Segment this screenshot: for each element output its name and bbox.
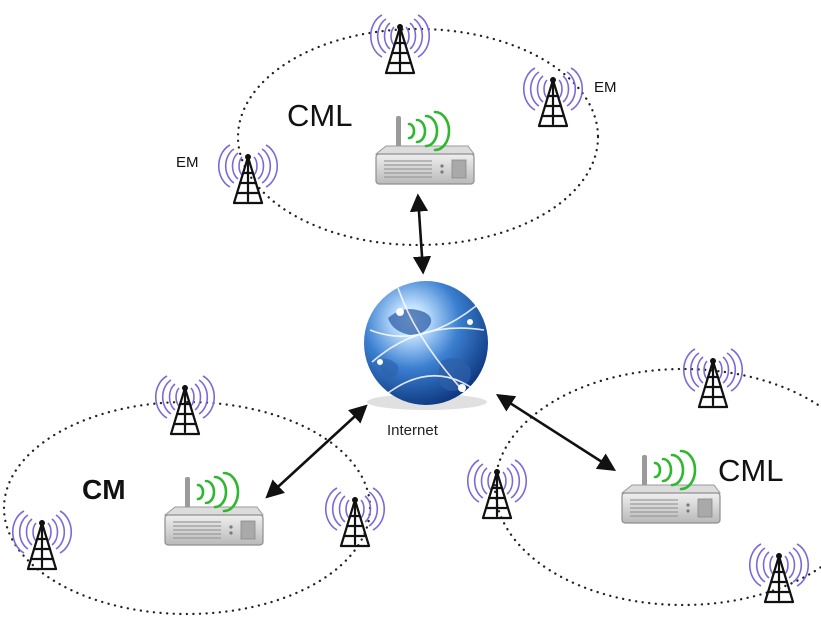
top-cluster-label: CML	[287, 98, 352, 133]
left-cluster-label: CM	[82, 474, 126, 505]
right-cluster-ring	[493, 367, 821, 607]
tower-icon-right-left	[466, 458, 528, 520]
top-internet-arrow	[409, 193, 432, 275]
top-cluster-ring	[236, 27, 600, 247]
left-router-icon	[163, 471, 265, 547]
top-router-icon	[374, 110, 476, 186]
tower-icon-top-left	[217, 143, 279, 205]
globe-icon	[364, 281, 488, 410]
internet-label: Internet	[387, 422, 439, 439]
tower-icon-top-right	[522, 66, 584, 128]
right-cluster-label: CML	[718, 453, 783, 488]
tower-icon-left-left	[11, 509, 73, 571]
tower-icon-right-bottom	[748, 542, 810, 604]
right-router-icon	[620, 449, 722, 525]
em-label-right: EM	[594, 79, 617, 96]
tower-icon-left-right	[324, 486, 386, 548]
tower-icon-top	[369, 13, 431, 75]
tower-icon-right-top	[682, 347, 744, 409]
left-internet-arrow	[265, 404, 368, 499]
em-label-left: EM	[176, 154, 199, 171]
tower-icon-left-top	[154, 374, 216, 436]
right-internet-arrow	[495, 394, 617, 471]
